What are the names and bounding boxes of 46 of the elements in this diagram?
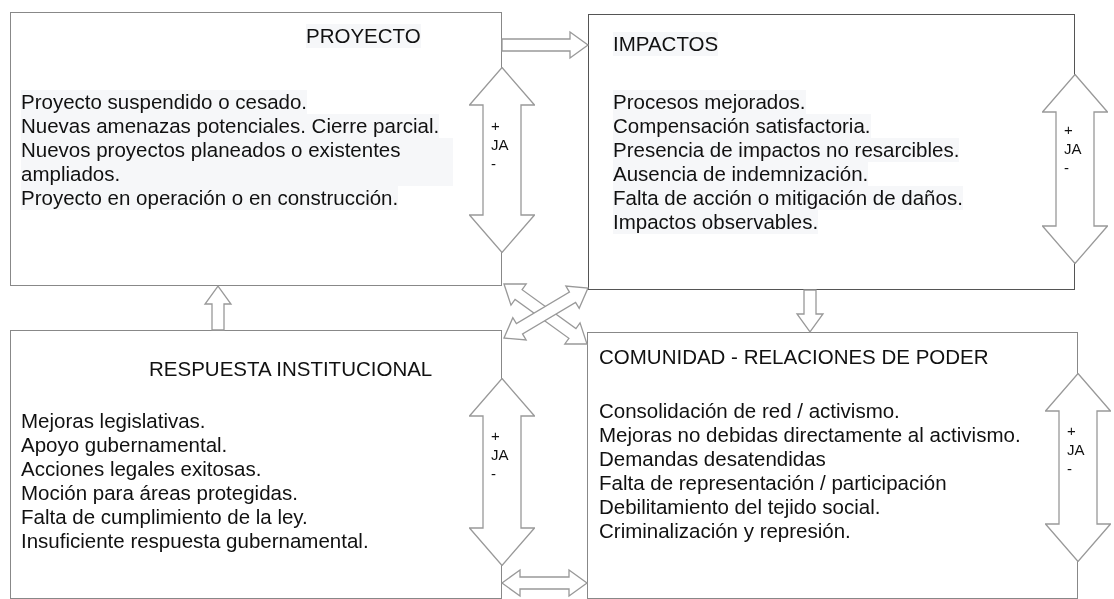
- list-item: Mejoras no debidas directamente al activismo.: [599, 423, 1021, 447]
- block-arrow: [203, 284, 233, 331]
- list-item: Nuevos proyectos planeados o existentes ampliados.: [21, 138, 453, 186]
- list-item: Insuficiente respuesta gubernamental.: [21, 529, 369, 553]
- arrow-label: JA: [1067, 440, 1085, 459]
- arrow-label: -: [491, 464, 496, 483]
- list-item: Falta de cumplimiento de la ley.: [21, 505, 308, 529]
- list-item: Falta de representación / participación: [599, 471, 947, 495]
- block-arrow: [795, 289, 825, 334]
- list-item: Moción para áreas protegidas.: [21, 481, 298, 505]
- double-arrow-shape: [469, 67, 535, 253]
- box-heading: IMPACTOS: [613, 32, 719, 56]
- double-arrow-shape: [1045, 373, 1111, 562]
- double-arrow-shape: [1042, 74, 1108, 264]
- list-item: Impactos observables.: [613, 210, 819, 234]
- list-item: Mejoras legislativas.: [21, 409, 206, 433]
- list-item: Ausencia de indemnización.: [613, 162, 869, 186]
- list-item: Apoyo gubernamental.: [21, 433, 228, 457]
- list-item: Compensación satisfactoria.: [613, 114, 871, 138]
- arrow-label: +: [491, 116, 500, 135]
- box-heading: RESPUESTA INSTITUCIONAL: [149, 357, 433, 381]
- list-item: Falta de acción o mitigación de daños.: [613, 186, 963, 210]
- arrow-label: -: [1064, 158, 1069, 177]
- double-arrow-shape: [469, 378, 535, 566]
- arrow-label: +: [491, 426, 500, 445]
- box-heading: PROYECTO: [306, 24, 421, 48]
- list-item: Debilitamiento del tejido social.: [599, 495, 881, 519]
- arrow-label: +: [1064, 120, 1073, 139]
- block-arrow: [500, 568, 589, 598]
- list-item: Proyecto suspendido o cesado.: [21, 90, 308, 114]
- arrow-label: JA: [1064, 139, 1082, 158]
- box-heading: COMUNIDAD - RELACIONES DE PODER: [599, 345, 989, 369]
- arrow-label: -: [1067, 459, 1072, 478]
- list-item: Consolidación de red / activismo.: [599, 399, 900, 423]
- list-item: Proyecto en operación o en construcción.: [21, 186, 399, 210]
- list-item: Demandas desatendidas: [599, 447, 826, 471]
- list-item: Acciones legales exitosas.: [21, 457, 262, 481]
- list-item: Procesos mejorados.: [613, 90, 806, 114]
- list-item: Nuevas amenazas potenciales. Cierre parcial.: [21, 114, 440, 138]
- list-item: Criminalización y represión.: [599, 519, 851, 543]
- arrow-label: JA: [491, 445, 509, 464]
- arrow-label: JA: [491, 135, 509, 154]
- block-arrow: [501, 30, 590, 60]
- arrow-label: +: [1067, 421, 1076, 440]
- list-item: Presencia de impactos no resarcibles.: [613, 138, 960, 162]
- arrow-label: -: [491, 154, 496, 173]
